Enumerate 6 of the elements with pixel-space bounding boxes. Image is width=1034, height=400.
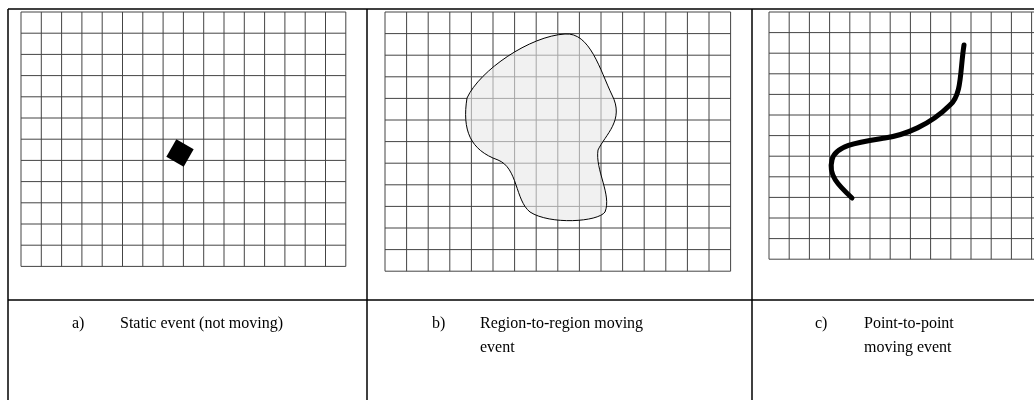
panel-caption: Static event (not moving)	[120, 313, 285, 334]
panel-letter: c)	[815, 313, 829, 334]
panel-letter: a)	[72, 313, 86, 334]
panel-caption: Region-to-region moving event	[480, 313, 645, 357]
panel-letter: b)	[432, 313, 447, 334]
panel-caption: Point-to-point moving event	[864, 313, 955, 358]
